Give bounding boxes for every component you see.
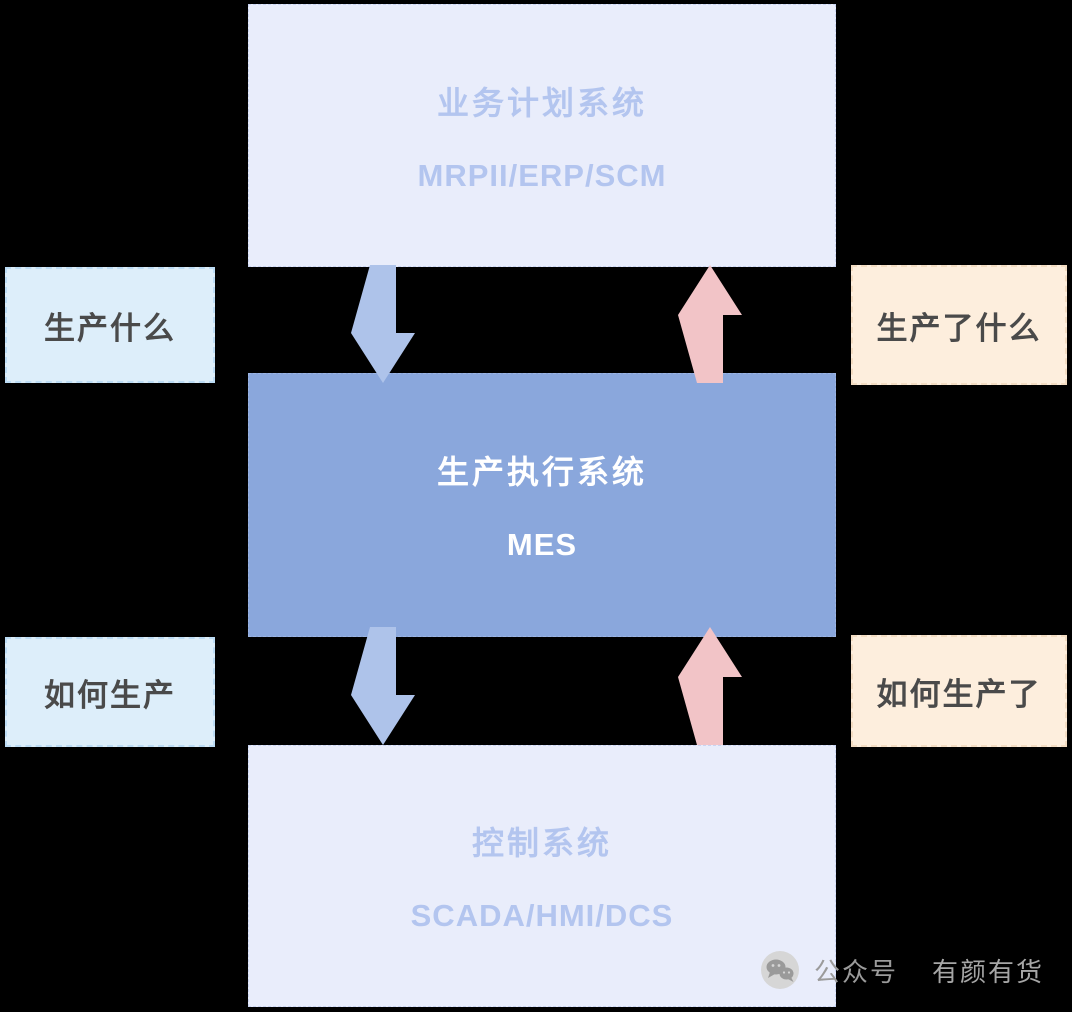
- arrow-down-mes-to-control-icon: [351, 627, 415, 745]
- mes-title: 生产执行系统: [436, 454, 647, 490]
- control-system-box: 控制系统 SCADA/HMI/DCS: [248, 745, 836, 1007]
- arrow-up-control-to-mes-icon: [678, 627, 742, 745]
- control-system-title: 控制系统: [471, 825, 612, 861]
- arrow-up-shape: [678, 627, 742, 745]
- mes-box: 生产执行系统 MES: [248, 373, 836, 637]
- arrow-down-planning-to-mes-icon: [351, 265, 415, 383]
- arrow-up-mes-to-planning-icon: [678, 265, 742, 383]
- arrow-up-shape: [678, 265, 742, 383]
- business-planning-box: 业务计划系统 MRPII/ERP/SCM: [248, 4, 836, 267]
- watermark-account-name: 有颜有货: [931, 956, 1044, 987]
- arrow-down-shape: [351, 627, 415, 745]
- business-planning-subtitle: MRPII/ERP/SCM: [417, 157, 667, 193]
- arrow-down-shape: [351, 265, 415, 383]
- label-how-to-produce-text: 如何生产: [44, 677, 176, 713]
- watermark: 公众号 有颜有货: [760, 950, 1044, 990]
- label-what-to-produce-text: 生产什么: [44, 310, 176, 346]
- control-system-subtitle: SCADA/HMI/DCS: [410, 898, 674, 933]
- mes-subtitle: MES: [506, 527, 578, 562]
- wechat-icon: [760, 951, 799, 989]
- label-how-it-was-produced: 如何生产了: [851, 635, 1067, 747]
- label-what-to-produce: 生产什么: [5, 267, 215, 383]
- label-how-it-was-produced-text: 如何生产了: [876, 676, 1042, 712]
- label-how-to-produce: 如何生产: [5, 637, 215, 747]
- label-what-was-produced: 生产了什么: [851, 265, 1067, 385]
- business-planning-title: 业务计划系统: [436, 84, 647, 121]
- label-what-was-produced-text: 生产了什么: [876, 310, 1042, 346]
- watermark-account-type: 公众号: [813, 956, 898, 987]
